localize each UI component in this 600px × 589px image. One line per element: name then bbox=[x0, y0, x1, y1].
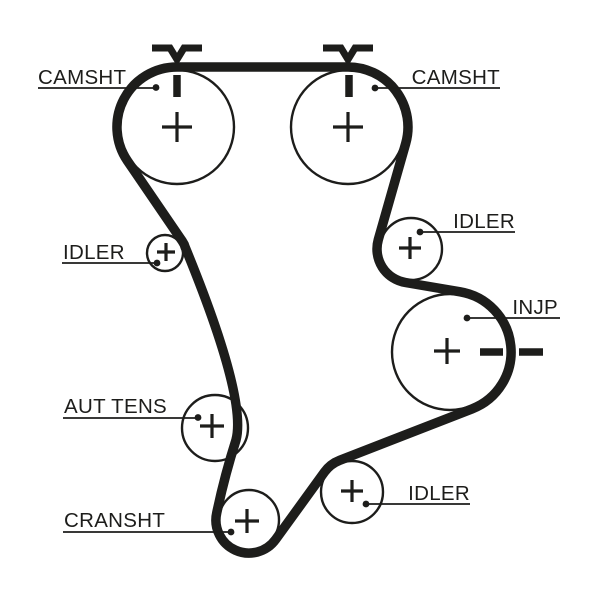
crankshaft-cross bbox=[235, 509, 259, 533]
label-idler-upper-right: IDLER bbox=[453, 210, 515, 233]
camshaft-left-notch-mark bbox=[152, 44, 202, 67]
label-auto-tensioner: AUT TENS bbox=[64, 395, 167, 418]
idler-lower-right-pulley bbox=[319, 459, 385, 525]
idler-upper-right-leader-dot bbox=[416, 228, 424, 236]
idler-left-cross bbox=[157, 243, 175, 261]
camshaft-left-leader-dot bbox=[152, 84, 160, 91]
timing-belt bbox=[112, 62, 516, 558]
crankshaft-leader-dot bbox=[227, 528, 235, 536]
idler-left-leader-dot bbox=[153, 259, 161, 267]
camshaft-right-leader-dot bbox=[371, 84, 379, 92]
injection-pump-leader-dot bbox=[463, 314, 471, 322]
auto-tensioner-cross bbox=[200, 414, 224, 438]
label-camshaft-left: CAMSHT bbox=[38, 66, 127, 89]
camshaft-timing-marks bbox=[152, 44, 373, 97]
auto-tensioner-pulley bbox=[180, 393, 250, 463]
auto-tensioner-leader-dot bbox=[194, 414, 202, 421]
center-crosses bbox=[157, 112, 460, 533]
labels: CAMSHT CAMSHT IDLER IDLER INJP AUT TENS … bbox=[38, 66, 558, 532]
idler-lower-right-leader-dot bbox=[362, 500, 370, 508]
label-crankshaft: CRANSHT bbox=[64, 509, 165, 532]
label-idler-left: IDLER bbox=[63, 241, 125, 264]
camshaft-left-cross bbox=[162, 112, 192, 142]
label-injection-pump: INJP bbox=[512, 296, 558, 319]
camshaft-right-cross bbox=[333, 112, 363, 142]
injection-pump-cross bbox=[434, 338, 460, 364]
idler-lower-right-cross bbox=[341, 480, 363, 502]
label-camshaft-right: CAMSHT bbox=[412, 66, 501, 89]
label-idler-lower-right: IDLER bbox=[408, 482, 470, 505]
leader-lines bbox=[38, 84, 560, 536]
idler-upper-right-cross bbox=[399, 237, 421, 259]
camshaft-right-notch-mark bbox=[323, 44, 373, 67]
